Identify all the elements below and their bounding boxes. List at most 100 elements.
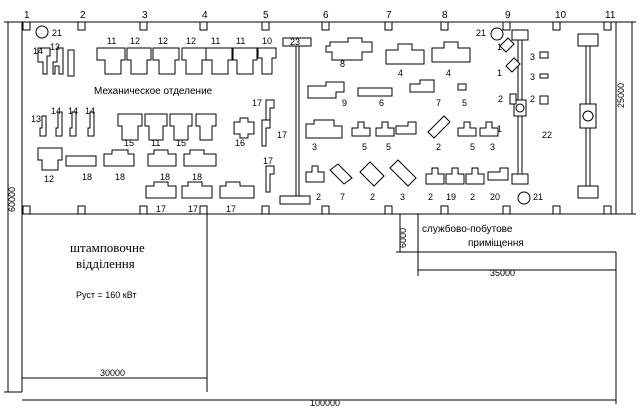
eq-label-3a: 3 bbox=[312, 142, 317, 152]
eq-label-21b: 21 bbox=[476, 28, 486, 38]
eq-label-22: 22 bbox=[542, 130, 552, 140]
eq-label-17b: 17 bbox=[277, 130, 287, 140]
service-line2: приміщення bbox=[468, 238, 524, 249]
eq-label-4b: 4 bbox=[446, 68, 451, 78]
stamping-block bbox=[21, 214, 208, 392]
eq-label-16: 16 bbox=[235, 138, 245, 148]
box-3a bbox=[539, 51, 549, 59]
axis-label-8: 8 bbox=[442, 10, 448, 21]
stamping-line2: відділення bbox=[76, 256, 135, 271]
power-label: Руст = 160 кВт bbox=[76, 290, 137, 300]
eq-label-15a: 15 bbox=[124, 138, 134, 148]
eq-label-7b: 7 bbox=[340, 192, 345, 202]
axis-label-group: 1 2 3 4 5 6 7 8 9 10 11 bbox=[24, 10, 616, 21]
eq-label-3e: 3 bbox=[530, 72, 535, 82]
eq-label-2g: 2 bbox=[530, 94, 535, 104]
circle-21-top bbox=[490, 27, 504, 41]
dim-bottom bbox=[22, 252, 617, 404]
eq-label-11a: 11 bbox=[107, 36, 116, 46]
eq-label-23: 23 bbox=[290, 37, 300, 47]
dim-stamping-width: 30000 bbox=[100, 368, 125, 378]
eq-label-5d: 5 bbox=[470, 142, 475, 152]
eq-label-5c: 5 bbox=[386, 142, 391, 152]
eq-label-8: 8 bbox=[340, 59, 345, 69]
columns-bottom bbox=[22, 205, 612, 215]
center-machines bbox=[305, 37, 509, 187]
row3-machines bbox=[37, 147, 275, 199]
box-3b bbox=[539, 73, 549, 79]
eq-label-21a: 21 bbox=[52, 28, 62, 38]
dim-height-bay: 25000 bbox=[616, 83, 626, 108]
axis-label-5: 5 bbox=[263, 10, 269, 21]
dim-service-width: 35000 bbox=[490, 268, 515, 278]
axis-label-10: 10 bbox=[555, 10, 567, 21]
eq-label-2f: 2 bbox=[498, 94, 503, 104]
eq-label-9: 9 bbox=[342, 98, 347, 108]
axis-label-3: 3 bbox=[142, 10, 148, 21]
eq-label-14d: 14 bbox=[85, 106, 95, 116]
eq-label-18c: 18 bbox=[160, 172, 170, 182]
eq-label-2e: 2 bbox=[470, 192, 475, 202]
eq-label-10: 10 bbox=[262, 36, 272, 46]
axis-label-1: 1 bbox=[24, 10, 30, 21]
dim-right bbox=[616, 21, 636, 215]
eq-label-2c: 2 bbox=[370, 192, 375, 202]
eq-label-17a: 17 bbox=[252, 98, 262, 108]
eq-label-17f: 17 bbox=[263, 156, 273, 166]
eq-label-18a: 18 bbox=[82, 172, 92, 182]
eq-label-14c: 14 bbox=[68, 106, 78, 116]
crane-22 bbox=[577, 33, 599, 199]
circle-21-left bbox=[35, 25, 49, 39]
dim-total-width: 100000 bbox=[310, 398, 340, 408]
eq-label-3b: 3 bbox=[490, 142, 495, 152]
dept-title: Механическое отделение bbox=[94, 86, 213, 97]
crane-23 bbox=[279, 37, 312, 205]
eq-label-14: 14 bbox=[33, 46, 43, 56]
columns-top bbox=[22, 21, 612, 31]
dim-height-total: 60000 bbox=[7, 187, 17, 212]
eq-label-1b: 1 bbox=[497, 68, 502, 78]
eq-label-3c: 3 bbox=[400, 192, 405, 202]
stamping-line1: штамповочне bbox=[70, 240, 145, 255]
eq-label-13b: 13 bbox=[31, 114, 41, 124]
axis-label-11: 11 bbox=[605, 10, 616, 21]
axis-label-6: 6 bbox=[323, 10, 329, 21]
eq-label-2a: 2 bbox=[436, 142, 441, 152]
eq-label-11d: 11 bbox=[151, 138, 160, 148]
eq-label-12a: 12 bbox=[130, 36, 140, 46]
axis-label-7: 7 bbox=[386, 10, 392, 21]
eq-label-12d: 12 bbox=[44, 174, 54, 184]
workshop-outline bbox=[21, 21, 617, 215]
eq-label-14b: 14 bbox=[51, 106, 61, 116]
eq-label-13: 13 bbox=[50, 42, 60, 52]
eq-label-12c: 12 bbox=[186, 36, 196, 46]
dim-service-depth: 6000 bbox=[398, 228, 408, 248]
box-2 bbox=[539, 95, 549, 105]
circle-21-bottom bbox=[517, 191, 531, 205]
eq-label-7a: 7 bbox=[436, 98, 441, 108]
service-block bbox=[396, 214, 616, 276]
eq-label-17c: 17 bbox=[156, 204, 166, 214]
eq-label-18b: 18 bbox=[115, 172, 125, 182]
eq-label-5a: 5 bbox=[462, 98, 467, 108]
axis-label-9: 9 bbox=[505, 10, 511, 21]
eq-label-17e: 17 bbox=[226, 204, 236, 214]
axis-label-4: 4 bbox=[202, 10, 208, 21]
eq-label-6: 6 bbox=[379, 98, 384, 108]
eq-label-2d: 2 bbox=[428, 192, 433, 202]
eq-label-11b: 11 bbox=[211, 36, 220, 46]
row2-machines bbox=[39, 99, 275, 147]
eq-label-1c: 1 bbox=[497, 124, 502, 134]
eq-label-17d: 17 bbox=[188, 204, 198, 214]
axis-label-2: 2 bbox=[80, 10, 86, 21]
eq-label-21c: 21 bbox=[533, 192, 543, 202]
eq-label-1a: 1 bbox=[497, 42, 502, 52]
eq-label-15b: 15 bbox=[176, 138, 186, 148]
eq-label-3d: 3 bbox=[530, 52, 535, 62]
eq-label-18d: 18 bbox=[192, 172, 202, 182]
eq-label-19: 19 bbox=[446, 192, 456, 202]
eq-label-11c: 11 bbox=[236, 36, 245, 46]
eq-label-12b: 12 bbox=[158, 36, 168, 46]
